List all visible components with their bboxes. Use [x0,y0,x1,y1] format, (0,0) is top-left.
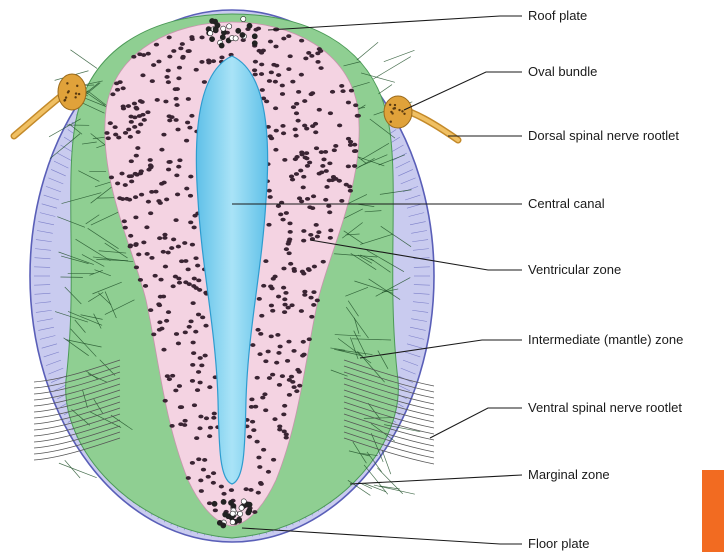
label-ventricular-zone: Ventricular zone [528,262,621,277]
label-ventral-rootlet: Ventral spinal nerve rootlet [528,400,682,415]
label-oval-bundle: Oval bundle [528,64,597,79]
leader-roof-plate [268,16,522,30]
label-marginal-zone: Marginal zone [528,467,610,482]
label-intermediate-zone: Intermediate (mantle) zone [528,332,683,347]
leader-ventral-rootlet [430,408,522,438]
label-floor-plate: Floor plate [528,536,589,551]
label-central-canal: Central canal [528,196,605,211]
leader-oval-bundle [404,72,522,110]
oval-bundle-right [384,96,412,128]
label-dorsal-rootlet: Dorsal spinal nerve rootlet [528,128,679,143]
slide-accent-bar [702,470,724,552]
leader-floor-plate [242,528,522,544]
label-roof-plate: Roof plate [528,8,587,23]
oval-bundle-left [58,74,86,110]
